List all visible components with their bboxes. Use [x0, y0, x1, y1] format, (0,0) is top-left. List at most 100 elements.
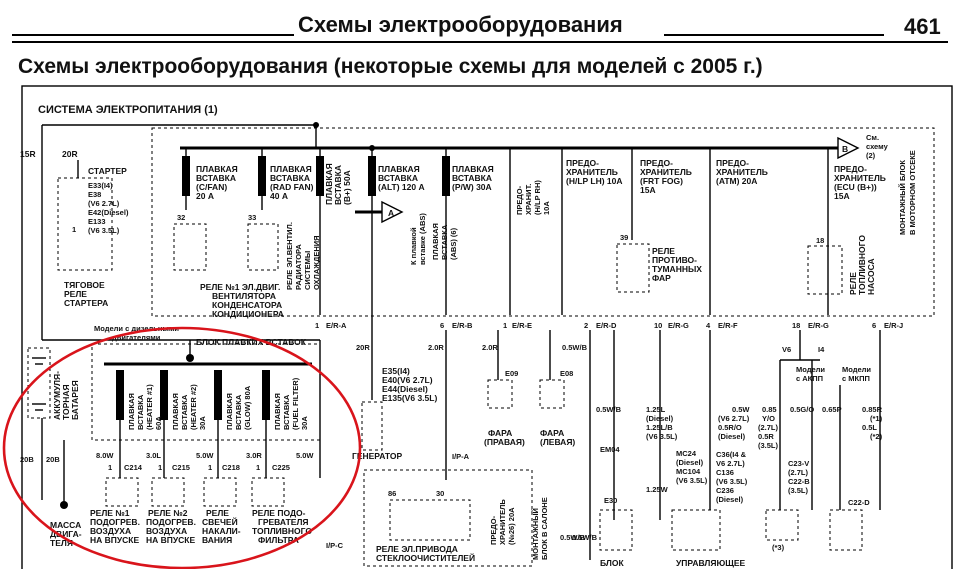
svg-text:(HEATER #2): (HEATER #2) — [189, 384, 198, 430]
svg-text:(V6 2.7L): (V6 2.7L) — [718, 414, 750, 423]
starter-title: СТАРТЕР — [88, 166, 127, 176]
svg-text:ПЛАВКАЯ: ПЛАВКАЯ — [225, 393, 234, 430]
svg-text:0.5R: 0.5R — [758, 432, 774, 441]
svg-text:8.0W: 8.0W — [96, 451, 114, 460]
svg-text:БЛОК: БЛОК — [600, 558, 624, 568]
svg-text:E/R-B: E/R-B — [452, 321, 473, 330]
svg-text:15A: 15A — [640, 185, 656, 195]
svg-text:ПРЕДО-: ПРЕДО- — [489, 515, 498, 545]
svg-text:НАКАЛИ-: НАКАЛИ- — [202, 526, 241, 536]
see-scheme-1: См. — [866, 133, 879, 142]
svg-text:C215: C215 — [172, 463, 190, 472]
svg-text:ВСТАВКА: ВСТАВКА — [452, 173, 492, 183]
svg-text:ПЛАВКАЯ: ПЛАВКАЯ — [273, 393, 282, 430]
svg-text:ГРЕВАТЕЛЯ: ГРЕВАТЕЛЯ — [258, 517, 309, 527]
svg-text:30А: 30А — [300, 416, 309, 430]
svg-text:20B: 20B — [20, 455, 34, 464]
svg-text:0.5L: 0.5L — [862, 423, 877, 432]
svg-text:ПРОТИВО-: ПРОТИВО- — [652, 255, 697, 265]
svg-text:2.0R: 2.0R — [482, 343, 498, 352]
svg-text:(V6 3.5L): (V6 3.5L) — [716, 477, 748, 486]
svg-text:ПРЕДО-: ПРЕДО- — [640, 158, 673, 168]
svg-text:ПЛАВКАЯ: ПЛАВКАЯ — [270, 164, 312, 174]
svg-text:E133: E133 — [88, 217, 106, 226]
highlight-ellipse — [2, 326, 362, 569]
svg-text:ТОПЛИВНОГО: ТОПЛИВНОГО — [857, 235, 867, 295]
svg-text:C236: C236 — [716, 486, 734, 495]
svg-text:ХРАНИТЕЛЬ: ХРАНИТЕЛЬ — [498, 499, 507, 545]
svg-text:РЕЛЕ: РЕЛЕ — [206, 508, 229, 518]
svg-text:C136: C136 — [716, 468, 734, 477]
svg-text:30: 30 — [436, 489, 444, 498]
svg-text:EM04: EM04 — [600, 445, 620, 454]
svg-text:СИСТЕМЫ: СИСТЕМЫ — [303, 251, 312, 290]
svg-text:КОНДИЦИОНЕРА: КОНДИЦИОНЕРА — [212, 309, 284, 319]
svg-text:V6 2.7L): V6 2.7L) — [716, 459, 745, 468]
svg-text:10A: 10A — [542, 201, 551, 215]
svg-text:(Diesel): (Diesel) — [716, 495, 744, 504]
svg-text:ВСТАВКА: ВСТАВКА — [180, 394, 189, 430]
svg-text:АККУМУЛЯ-: АККУМУЛЯ- — [52, 371, 62, 420]
svg-text:ВОЗДУХА: ВОЗДУХА — [90, 526, 131, 536]
svg-text:20B: 20B — [46, 455, 60, 464]
svg-text:C22-D: C22-D — [848, 498, 870, 507]
svg-text:E/R-G: E/R-G — [808, 321, 829, 330]
svg-text:ПРЕДО-: ПРЕДО- — [716, 158, 749, 168]
svg-text:0.85: 0.85 — [762, 405, 777, 414]
starter-outline — [57, 177, 113, 271]
svg-text:(ПРАВАЯ): (ПРАВАЯ) — [484, 437, 525, 447]
svg-text:(FUEL FILTER): (FUEL FILTER) — [291, 377, 300, 430]
svg-text:C218: C218 — [222, 463, 240, 472]
svg-text:C214: C214 — [124, 463, 143, 472]
see-scheme-3: (2) — [866, 151, 876, 160]
svg-text:I/P-C: I/P-C — [326, 541, 344, 550]
svg-text:0.65P: 0.65P — [822, 405, 842, 414]
svg-text:0.5W: 0.5W — [732, 405, 750, 414]
svg-text:ВСТАВКА: ВСТАВКА — [333, 165, 343, 205]
svg-text:БАТАРЕЯ: БАТАРЕЯ — [70, 380, 80, 420]
svg-text:E/R-F: E/R-F — [718, 321, 738, 330]
svg-text:(Diesel): (Diesel) — [646, 414, 674, 423]
svg-text:40 А: 40 А — [270, 191, 288, 201]
svg-text:5.0W: 5.0W — [296, 451, 314, 460]
svg-text:двигателями: двигателями — [112, 333, 161, 342]
svg-text:6: 6 — [872, 321, 876, 330]
svg-text:20R: 20R — [356, 343, 370, 352]
svg-text:с АКПП: с АКПП — [796, 374, 823, 383]
svg-text:ХРАНИТЕЛЬ: ХРАНИТЕЛЬ — [716, 167, 768, 177]
svg-text:ФАР: ФАР — [652, 273, 671, 283]
svg-text:(3.5L): (3.5L) — [758, 441, 779, 450]
svg-text:MC24: MC24 — [676, 449, 697, 458]
svg-text:БЛОК В САЛОНЕ: БЛОК В САЛОНЕ — [540, 497, 549, 560]
svg-text:0.5W/B: 0.5W/B — [560, 533, 586, 542]
svg-text:(V6 2.7L): (V6 2.7L) — [88, 199, 120, 208]
engine-block-label-2: В МОТОРНОМ ОТСЕКЕ — [908, 150, 917, 235]
svg-text:ПОДОГРЕВ.: ПОДОГРЕВ. — [90, 517, 140, 527]
svg-text:МОНТАЖНЫЙ: МОНТАЖНЫЙ — [531, 508, 540, 560]
svg-text:E35(I4): E35(I4) — [382, 366, 410, 376]
svg-text:ВСТАВКА: ВСТАВКА — [378, 173, 418, 183]
svg-text:ПЛАВКАЯ: ПЛАВКАЯ — [431, 223, 440, 260]
svg-text:2.0R: 2.0R — [428, 343, 444, 352]
svg-text:(2.7L): (2.7L) — [758, 423, 779, 432]
svg-text:ТЕЛЯ: ТЕЛЯ — [50, 538, 73, 548]
svg-text:ПЛАВКАЯ: ПЛАВКАЯ — [127, 393, 136, 430]
svg-text:6: 6 — [440, 321, 444, 330]
svg-text:C36(I4 &: C36(I4 & — [716, 450, 747, 459]
svg-text:18: 18 — [792, 321, 800, 330]
svg-text:C225: C225 — [272, 463, 290, 472]
svg-text:ПЛАВКАЯ: ПЛАВКАЯ — [378, 164, 420, 174]
svg-text:ХРАНИТЕЛЬ: ХРАНИТЕЛЬ — [640, 167, 692, 177]
svg-text:(Diesel): (Diesel) — [718, 432, 746, 441]
svg-text:(H/LP RH): (H/LP RH) — [533, 180, 542, 215]
svg-text:Y/O: Y/O — [762, 414, 775, 423]
svg-text:E33(I4): E33(I4) — [88, 181, 113, 190]
svg-text:1.25L/B: 1.25L/B — [646, 423, 673, 432]
svg-text:ВСТАВКА: ВСТАВКА — [282, 394, 291, 430]
svg-text:ТЯГОВОЕ: ТЯГОВОЕ — [64, 280, 105, 290]
svg-text:2: 2 — [584, 321, 588, 330]
svg-text:РЕЛЕ: РЕЛЕ — [64, 289, 87, 299]
svg-text:C22-B: C22-B — [788, 477, 810, 486]
svg-text:ХРАНИТЕЛЬ: ХРАНИТЕЛЬ — [834, 173, 886, 183]
svg-text:РЕЛЕ ЭЛ.ПРИВОДА: РЕЛЕ ЭЛ.ПРИВОДА — [376, 544, 458, 554]
